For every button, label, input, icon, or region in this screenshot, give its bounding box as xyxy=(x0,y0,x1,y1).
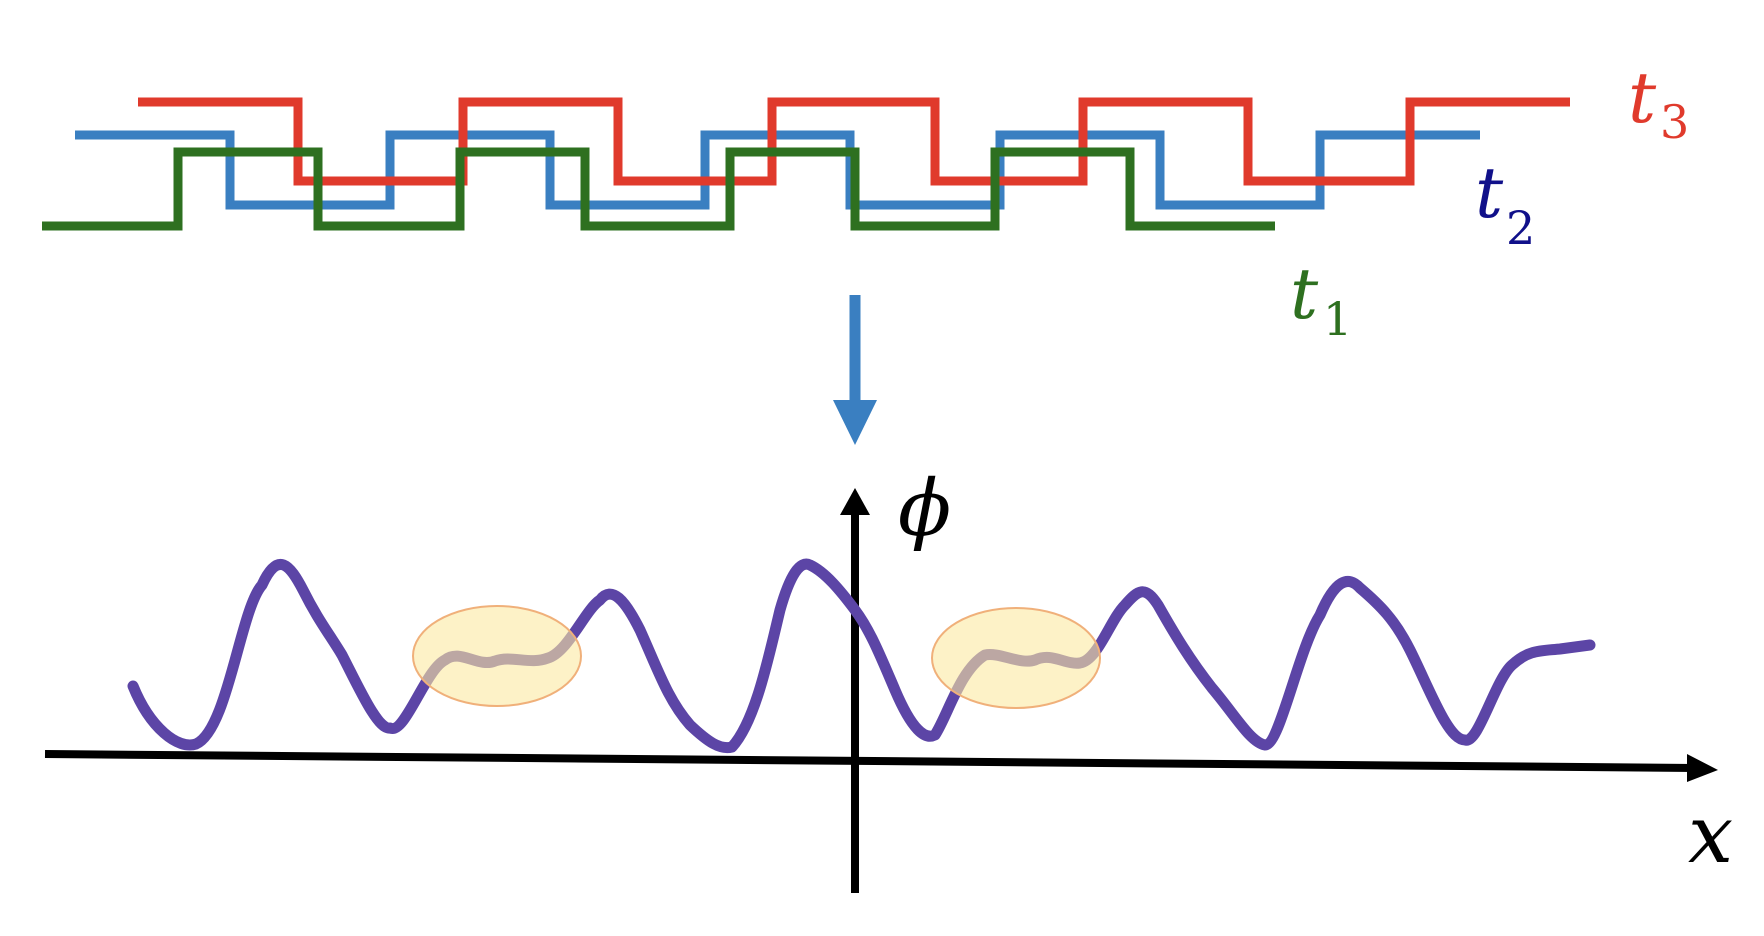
field-curve xyxy=(127,558,1596,754)
trace-t1 xyxy=(42,147,1275,231)
phi-label: ϕ xyxy=(898,464,951,554)
label-t1: t 1 xyxy=(1290,253,1352,346)
down-arrow-head xyxy=(833,400,877,445)
label-t3: t 3 xyxy=(1628,57,1689,149)
down-arrow xyxy=(833,295,877,445)
trace-t3 xyxy=(138,97,1570,186)
phi-axis-arrowhead xyxy=(840,488,870,515)
x-axis-arrowhead xyxy=(1687,754,1718,782)
x-axis xyxy=(44,750,1696,772)
highlight-blob-right xyxy=(931,607,1101,709)
label-t2: t 2 xyxy=(1475,152,1535,255)
t2-subscript: 2 xyxy=(1506,201,1535,255)
time-traces xyxy=(42,97,1570,231)
t2-base: t xyxy=(1475,152,1504,234)
highlight-blob-left xyxy=(412,605,582,707)
t3-base: t xyxy=(1628,57,1657,139)
t1-subscript: 1 xyxy=(1323,292,1352,346)
highlight-blobs xyxy=(412,605,1101,709)
trace-t2 xyxy=(75,130,1480,210)
x-label: x xyxy=(1688,788,1733,881)
t3-subscript: 3 xyxy=(1660,95,1689,149)
axes xyxy=(44,488,1718,893)
t1-base: t xyxy=(1290,253,1319,335)
